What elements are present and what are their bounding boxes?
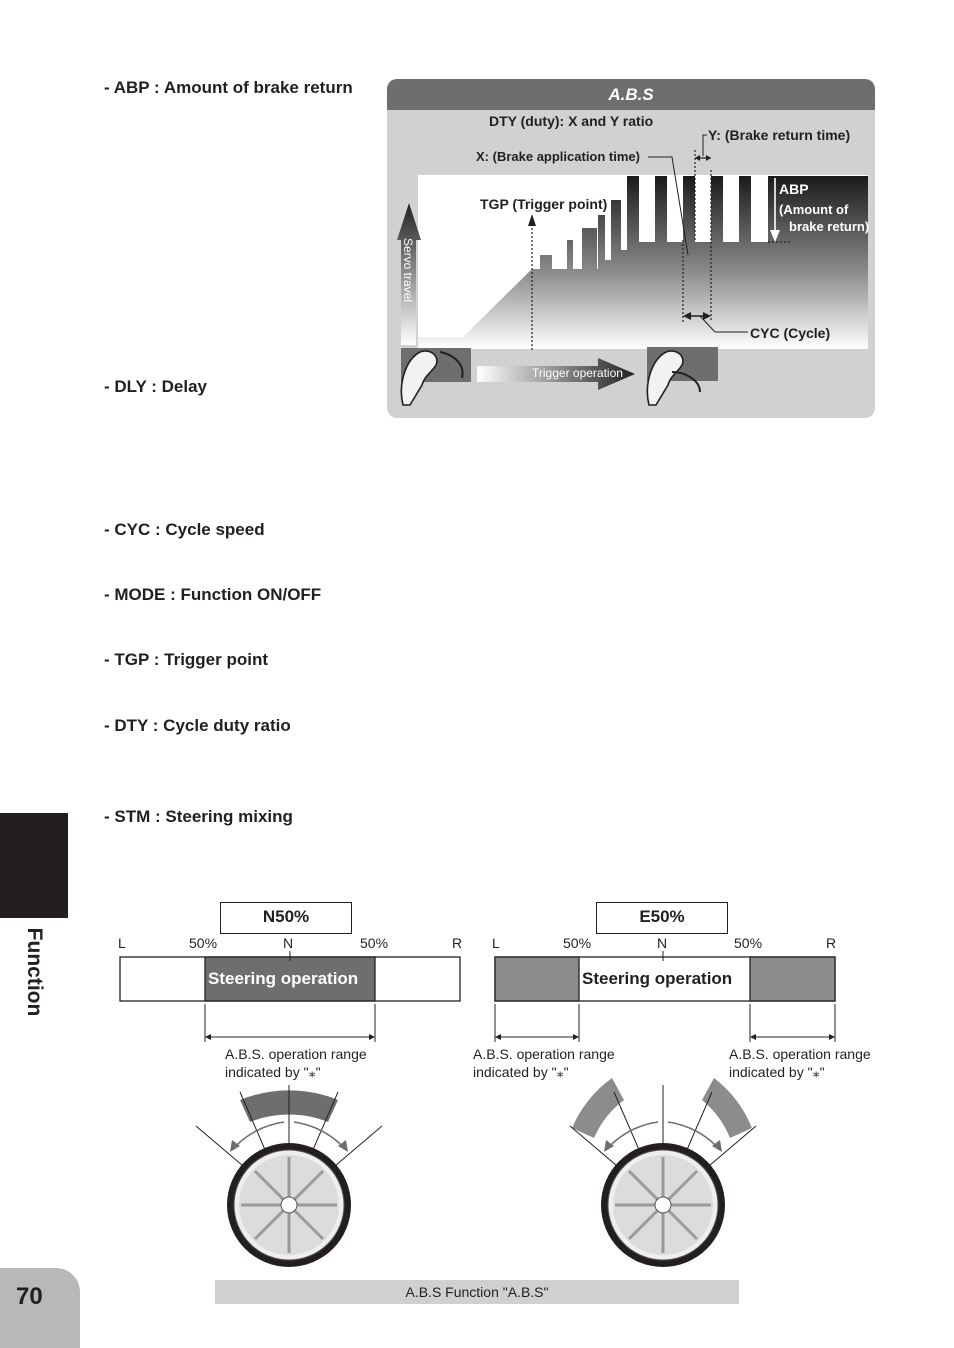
- range-note-right-line1: A.B.S. operation range: [729, 1046, 871, 1062]
- page-number-tab: 70: [0, 1268, 80, 1348]
- y-brake-return-label: Y: (Brake return time): [708, 127, 851, 143]
- trigger-pulled-icon: [646, 347, 718, 406]
- cyc-label: CYC (Cycle): [750, 325, 831, 341]
- section-label: Function: [23, 927, 46, 1017]
- mode-box-n50: N50%: [220, 902, 352, 934]
- tgp-label: TGP (Trigger point): [480, 196, 608, 212]
- scale-50-left: 50%: [563, 935, 592, 951]
- range-note-left-line2: indicated by "⁎": [473, 1064, 569, 1080]
- heading-cyc: - CYC : Cycle speed: [104, 520, 265, 539]
- range-note-line1: A.B.S. operation range: [225, 1046, 367, 1062]
- steering-left-graphic: [119, 951, 461, 1042]
- servo-travel-label: Servo travel: [401, 237, 415, 303]
- heading-abp: - ABP : Amount of brake return: [104, 78, 353, 97]
- heading-dty: - DTY : Cycle duty ratio: [104, 716, 291, 735]
- scale-50-right: 50%: [734, 935, 763, 951]
- abs-diagram-title: A.B.S: [387, 79, 875, 110]
- scale-50-right: 50%: [360, 935, 389, 951]
- scale-l: L: [492, 935, 500, 951]
- scale-50-left: 50%: [189, 935, 218, 951]
- scale-l: L: [118, 935, 126, 951]
- trigger-operation-label: Trigger operation: [532, 366, 623, 380]
- x-brake-application-label: X: (Brake application time): [476, 149, 640, 164]
- abp-sub-label-2: brake return): [789, 219, 870, 234]
- heading-stm: - STM : Steering mixing: [104, 807, 293, 826]
- section-tab: [0, 813, 68, 918]
- trigger-released-icon: [400, 348, 471, 406]
- mode-box-e50: E50%: [596, 902, 728, 934]
- page-number: 70: [16, 1283, 43, 1310]
- scale-n: N: [657, 935, 668, 951]
- range-note-left-line1: A.B.S. operation range: [473, 1046, 615, 1062]
- dty-label: DTY (duty): X and Y ratio: [489, 113, 654, 129]
- abp-label: ABP: [779, 181, 809, 197]
- steering-right-graphic: [494, 951, 836, 1042]
- range-note-right-line2: indicated by "⁎": [729, 1064, 825, 1080]
- scale-r: R: [826, 935, 837, 951]
- heading-tgp: - TGP : Trigger point: [104, 650, 269, 669]
- steering-operation-label: Steering operation: [208, 969, 359, 988]
- heading-dly: - DLY : Delay: [104, 377, 207, 396]
- abs-graph: [397, 134, 868, 406]
- scale-r: R: [452, 935, 463, 951]
- abp-sub-label-1: (Amount of: [779, 202, 849, 217]
- range-note-line2: indicated by "⁎": [225, 1064, 321, 1080]
- steering-operation-label: Steering operation: [582, 969, 733, 988]
- wheel-right-illustration: [569, 1078, 757, 1267]
- wheel-left-illustration: [195, 1085, 383, 1267]
- scale-n: N: [283, 935, 294, 951]
- heading-mode: - MODE : Function ON/OFF: [104, 585, 322, 604]
- footer-caption: A.B.S Function "A.B.S": [215, 1280, 739, 1304]
